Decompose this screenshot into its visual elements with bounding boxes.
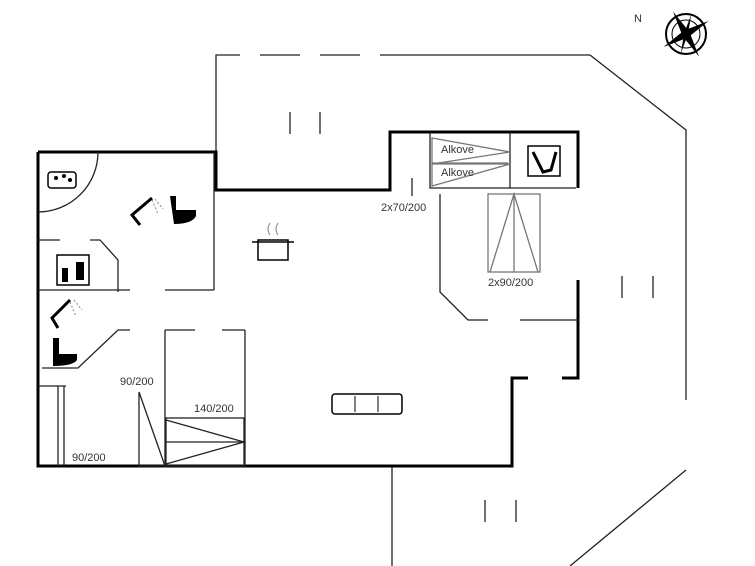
toilet-icon-2 (53, 338, 77, 366)
bed-size-bedroom-2: 90/200 (120, 376, 154, 388)
sofa-icon (331, 393, 403, 415)
interior-walls (37, 132, 578, 466)
north-label: N (634, 13, 642, 25)
bed-size-bedroom-4: 90/200 (72, 452, 106, 464)
compass-rose-icon (663, 11, 709, 57)
hot-tub-icon (47, 171, 77, 189)
shower-icon (129, 196, 164, 226)
alcove-label-2: Alkove (441, 167, 474, 179)
bed-size-bedroom-1: 2x90/200 (488, 277, 533, 289)
alcove-label-1: Alkove (441, 144, 474, 156)
bed-size-alcove: 2x70/200 (381, 202, 426, 214)
shower-icon-2 (50, 298, 83, 329)
cooking-pot-icon (252, 222, 294, 261)
sauna-icon (56, 254, 90, 286)
exterior-walls (36, 130, 580, 468)
terrace-outline (215, 54, 687, 566)
toilet-icon (170, 196, 196, 224)
bed-size-bedroom-3: 140/200 (194, 403, 234, 415)
bed-shapes (138, 137, 541, 467)
washing-machine-icon (527, 145, 561, 177)
